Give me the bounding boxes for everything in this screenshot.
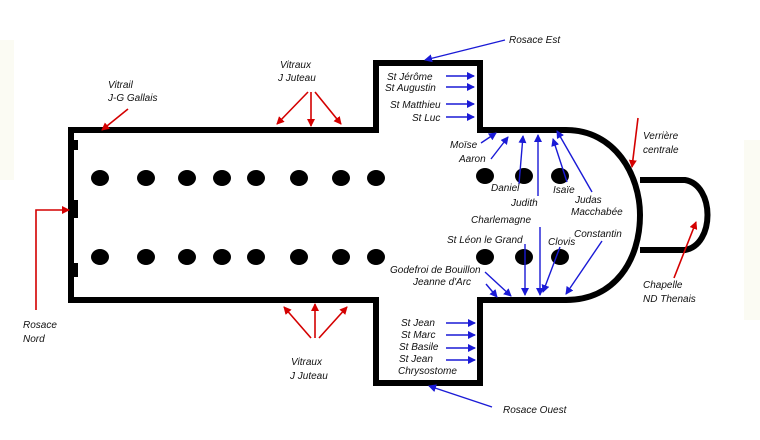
label-st-luc: St Luc	[412, 113, 440, 124]
label-constantin: Constantin	[574, 229, 622, 240]
label-st-leon: St Léon le Grand	[447, 235, 523, 246]
arrow-rosace-est	[424, 39, 506, 63]
label-daniel: Daniel	[491, 183, 520, 194]
red-arrows	[35, 91, 698, 339]
pillar	[290, 249, 308, 265]
arrow-vitraux-top-3	[314, 91, 342, 125]
pillar	[178, 249, 196, 265]
arrow-isaie	[551, 138, 568, 183]
pillar	[137, 249, 155, 265]
pillar	[290, 170, 308, 186]
label-vitrail-gallais: J-G Gallais	[107, 93, 157, 104]
label-rosace-nord: Nord	[23, 334, 45, 345]
wall-details	[68, 105, 379, 340]
label-vitraux-top: J Juteau	[277, 73, 316, 84]
label-clovis: Clovis	[548, 237, 575, 248]
apse-wall	[565, 127, 644, 303]
pillar	[367, 249, 385, 265]
label-judas: Macchabée	[571, 207, 623, 218]
pillar	[91, 249, 109, 265]
labels: Vitrail J-G Gallais Vitraux J Juteau Ros…	[23, 35, 696, 416]
left-edge-fade	[0, 40, 14, 180]
label-st-matthieu: St Matthieu	[390, 100, 441, 111]
pillar	[332, 170, 350, 186]
label-aaron: Aaron	[458, 154, 486, 165]
blue-arrows	[424, 39, 603, 408]
church-walls	[68, 60, 711, 386]
label-vitraux-bottom: Vitraux	[291, 357, 323, 368]
right-edge-fade	[744, 140, 760, 320]
label-st-jean-chrysostome: St Jean	[399, 354, 433, 365]
pillar	[515, 249, 533, 265]
arrow-vitraux-top-1	[276, 91, 309, 125]
label-chapelle: ND Thenais	[643, 294, 696, 305]
arrow-vitraux-bottom-3	[318, 306, 348, 339]
pillar	[515, 168, 533, 184]
pillar	[551, 249, 569, 265]
arrow-rosace-ouest	[428, 384, 493, 408]
pillar	[137, 170, 155, 186]
arrow-moise	[480, 132, 497, 144]
pillar	[476, 249, 494, 265]
arrow-vitrail-gallais	[101, 108, 129, 131]
pillar	[247, 170, 265, 186]
label-vitrail-gallais: Vitrail	[108, 80, 134, 91]
pillar	[476, 168, 494, 184]
pillar	[332, 249, 350, 265]
arrow-clovis	[541, 246, 561, 293]
arrow-constantin	[565, 240, 603, 295]
label-rosace-ouest: Rosace Ouest	[503, 405, 568, 416]
label-st-marc: St Marc	[401, 330, 435, 341]
chapel-wall	[640, 177, 711, 253]
pillar	[367, 170, 385, 186]
label-jeanne: Jeanne d'Arc	[412, 277, 471, 288]
label-vitraux-bottom: J Juteau	[289, 371, 328, 382]
label-godefroi: Godefroi de Bouillon	[390, 265, 481, 276]
pillar	[247, 249, 265, 265]
label-st-jerome: St Jérôme	[387, 72, 433, 83]
pillar	[551, 168, 569, 184]
arrow-chapelle	[673, 221, 698, 279]
pillar	[213, 170, 231, 186]
arrow-verriere	[628, 117, 639, 168]
arrow-aaron	[490, 136, 509, 160]
pillar	[91, 170, 109, 186]
label-st-jean-chrysostome: Chrysostome	[398, 366, 457, 377]
pillar	[178, 170, 196, 186]
label-rosace-nord: Rosace	[23, 320, 57, 331]
label-isaie: Isaïe	[553, 185, 575, 196]
pillar	[213, 249, 231, 265]
label-judas: Judas	[574, 195, 602, 206]
arrow-jeanne	[485, 283, 498, 298]
arrow-godefroi	[484, 271, 512, 297]
arrow-daniel	[518, 135, 527, 185]
label-chapelle: Chapelle	[643, 280, 683, 291]
label-verriere: centrale	[643, 145, 679, 156]
arrow-rosace-nord	[35, 206, 70, 310]
label-st-augustin: St Augustin	[385, 83, 436, 94]
label-vitraux-top: Vitraux	[280, 60, 312, 71]
label-verriere: Verrière	[643, 131, 679, 142]
label-charlemagne: Charlemagne	[471, 215, 531, 226]
arrow-judas	[556, 130, 593, 193]
label-judith: Judith	[510, 198, 538, 209]
label-rosace-est: Rosace Est	[509, 35, 561, 46]
label-moise: Moïse	[450, 140, 478, 151]
label-st-basile: St Basile	[399, 342, 439, 353]
arrow-vitraux-bottom-1	[283, 306, 312, 339]
label-st-jean: St Jean	[401, 318, 435, 329]
